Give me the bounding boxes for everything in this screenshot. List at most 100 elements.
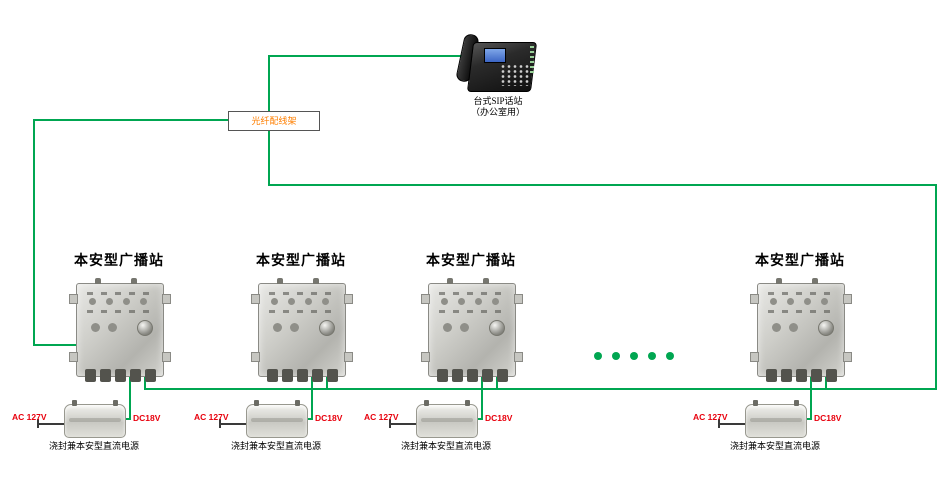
mounting-ear [69,294,78,304]
wire-ac-psu3-tick [389,419,391,428]
psu4-dc-label: DC18V [814,413,842,423]
mounting-ear [750,294,759,304]
mounting-ear [162,352,171,362]
knob-icons [273,323,282,332]
psu3-dc-label: DC18V [485,413,513,423]
connector-icons [437,369,448,382]
psu4-caption: 浇封兼本安型直流电源 [729,441,820,451]
speaker-knob-icon [489,320,505,336]
broadcast-station-1-device [69,278,171,382]
ellipsis-dot [666,352,674,360]
station-1-label: 本安型广播站 [74,254,164,269]
mounting-ear [344,352,353,362]
wire-ac-psu4-tick [718,419,720,428]
phone-caption: 台式SIP话站 （办公室用） [446,96,550,118]
psu-band [750,418,802,422]
dc-power-supply-3-device [416,400,478,438]
connector-icons [766,369,777,382]
wire-dc-psu4-tap [805,418,811,420]
knob-icons [770,298,777,305]
psu3-ac-label: AC 127V [364,412,399,422]
wire-dc-psu1 [129,374,131,420]
screw-icons [277,278,283,284]
terminal-icon [295,400,300,406]
phone-sublabel: （办公室用） [470,107,525,117]
psu-band [251,418,303,422]
mounting-ear [69,352,78,362]
panel-markings [439,292,505,295]
terminal-icon [465,400,470,406]
panel-markings [87,310,153,313]
connector-icons [85,369,96,382]
terminal-icon [753,400,758,406]
speaker-knob-icon [319,320,335,336]
wire-dc-psu3 [481,374,483,420]
wire-ac-psu4 [719,423,745,425]
station-3-label: 本安型广播站 [426,254,516,269]
phone-label: 台式SIP话站 [473,96,523,106]
dc-power-supply-1-device [64,400,126,438]
psu3-caption: 浇封兼本安型直流电源 [400,441,491,451]
screw-icons [447,278,453,284]
wire-station1-stub [144,374,146,388]
terminal-icon [113,400,118,406]
wire-chain-2-3 [326,388,498,390]
connector-icons [267,369,278,382]
wire-left-to-station1 [33,344,77,346]
mounting-ear [162,294,171,304]
terminal-icon [254,400,259,406]
wire-ac-psu2-tick [219,419,221,428]
wire-fiber-down-vertical [268,129,270,185]
wire-left-vertical [33,119,35,345]
panel-markings [768,292,834,295]
fiber-patch-panel: 光纤配线架 [228,111,320,131]
mounting-ear [421,352,430,362]
psu-band [421,418,473,422]
mounting-ear [421,294,430,304]
speaker-knob-icon [818,320,834,336]
wire-ring-right-vertical [935,184,937,390]
panel-markings [439,310,505,313]
wire-ac-psu3 [390,423,416,425]
mounting-ear [344,294,353,304]
ellipsis-dot [594,352,602,360]
mounting-ear [514,294,523,304]
continuation-dots [594,352,674,360]
broadcast-station-3-device [421,278,523,382]
terminal-icon [72,400,77,406]
fiber-patch-panel-label: 光纤配线架 [251,116,297,126]
speaker-knob-icon [137,320,153,336]
wire-left-horizontal [33,119,229,121]
psu2-dc-label: DC18V [315,413,343,423]
wire-dc-psu3-tap [476,418,482,420]
ellipsis-dot [648,352,656,360]
knob-icons [441,298,448,305]
wire-phone-vertical [268,55,270,112]
screw-icons [95,278,101,284]
psu1-dc-label: DC18V [133,413,161,423]
wire-ac-psu2 [220,423,246,425]
dc-power-supply-2-device [246,400,308,438]
phone-keypad [500,64,530,86]
phone-side-keys [530,46,534,76]
wire-station4-stub [825,374,827,388]
psu2-caption: 浇封兼本安型直流电源 [230,441,321,451]
psu1-caption: 浇封兼本安型直流电源 [48,441,139,451]
panel-markings [768,310,834,313]
station-4-label: 本安型广播站 [755,254,845,269]
knob-icons [772,323,781,332]
wire-station3-stub [496,374,498,388]
wire-phone-horizontal [268,55,464,57]
psu-band [69,418,121,422]
dc-power-supply-4-device [745,400,807,438]
knob-icons [91,323,100,332]
mounting-ear [843,352,852,362]
broadcast-station-4-device [750,278,852,382]
mounting-ear [251,294,260,304]
mounting-ear [251,352,260,362]
station-2-label: 本安型广播站 [256,254,346,269]
wire-ac-psu1 [38,423,64,425]
knob-icons [271,298,278,305]
wire-ac-psu1-tick [37,419,39,428]
